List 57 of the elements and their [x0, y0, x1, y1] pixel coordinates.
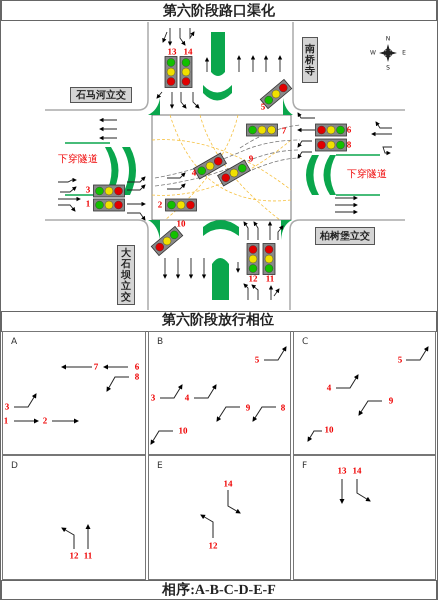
signal-number: 8 — [346, 140, 352, 150]
phase-panel — [2, 455, 146, 580]
signal-number: 9 — [248, 154, 254, 164]
signal-number: 4 — [184, 394, 190, 402]
signal-number: 7 — [282, 126, 286, 136]
place-name-box: 南桥寺 — [302, 37, 318, 83]
signal-number: 10 — [178, 426, 188, 436]
phase-panel — [148, 331, 291, 455]
tunnel-label: 下穿隧道 — [58, 155, 98, 165]
title-band: 第六阶段路口渠化 — [1, 0, 437, 21]
panel-letter: E — [157, 461, 163, 471]
signal-number: 12 — [70, 552, 78, 560]
place-name-box: 大石坝立交 — [117, 245, 135, 305]
signal-number: 1 — [4, 416, 8, 426]
phase-panel — [293, 455, 436, 580]
signal-number: 6 — [346, 126, 352, 134]
signal-number: 11 — [84, 552, 92, 560]
signal-number: 14 — [352, 466, 362, 476]
place-name-box: 柏树堡立交 — [315, 227, 375, 245]
signal-number: 9 — [388, 396, 394, 406]
signal-number: 10 — [324, 426, 334, 434]
signal-number: 7 — [94, 362, 98, 372]
signal-number: 13 — [338, 466, 346, 476]
signal-number: 2 — [42, 416, 48, 426]
signal-number: 8 — [134, 372, 140, 382]
signal-number: 4 — [192, 168, 196, 178]
panel-letter: B — [157, 337, 164, 347]
signal-number: 8 — [280, 404, 286, 412]
signal-number: 12 — [248, 274, 258, 284]
panel-letter: F — [302, 461, 308, 471]
panel-letter: A — [11, 337, 18, 347]
signal-number: 14 — [224, 480, 232, 488]
phase-panel — [2, 331, 146, 455]
signal-number: 3 — [150, 394, 156, 402]
signal-number: 4 — [326, 384, 332, 392]
phase-panel — [293, 331, 436, 455]
signal-number: 2 — [158, 200, 162, 210]
caption-band: 相序:A-B-C-D-E-F — [1, 580, 437, 600]
signal-number: 11 — [266, 274, 274, 284]
signal-number: 13 — [168, 48, 176, 56]
tunnel-label: 下穿隧道 — [347, 170, 387, 180]
signal-number: 14 — [184, 48, 192, 56]
signal-number: 10 — [176, 220, 186, 228]
signal-number: 5 — [260, 102, 266, 112]
signal-number: 12 — [208, 542, 218, 550]
panel-letter: D — [11, 461, 18, 471]
signal-number: 5 — [254, 356, 260, 364]
panel-letter: C — [302, 337, 308, 347]
phase-panel — [148, 455, 291, 580]
signal-number: 5 — [398, 356, 402, 364]
place-name-box: 石马河立交 — [70, 87, 132, 103]
signal-number: 6 — [134, 362, 140, 372]
signal-number: 3 — [86, 186, 90, 194]
signal-number: 3 — [4, 402, 10, 412]
signal-number: 9 — [246, 404, 250, 412]
signal-number: 1 — [86, 200, 90, 208]
section-heading: 第六阶段放行相位 — [162, 314, 274, 328]
